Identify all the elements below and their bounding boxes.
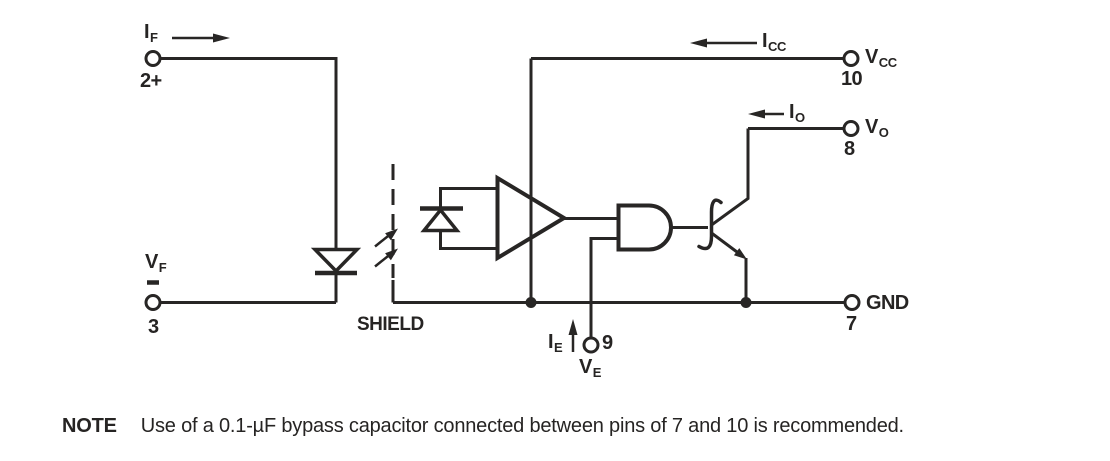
note-text: Use of a 0.1-µF bypass capacitor connect…: [140, 415, 904, 437]
pin2-label: 2+: [140, 70, 162, 92]
and-gate-symbol: [616, 203, 673, 252]
light-emission-arrows: [374, 228, 398, 268]
ie-label: IE: [548, 331, 563, 355]
terminal-pin-10: [842, 50, 860, 67]
pin10-label: 10: [841, 68, 863, 90]
junction-dot-emitter-ground: [740, 297, 752, 308]
shield-label: SHIELD: [357, 314, 424, 335]
icc-label: ICC: [762, 30, 786, 54]
gnd-label: GND: [866, 292, 909, 314]
terminal-pin-8: [842, 120, 860, 137]
icc-current-arrow: [690, 38, 757, 48]
vcc-label: VCC: [865, 46, 897, 70]
note-label: NOTE: [62, 415, 117, 437]
io-label: IO: [789, 101, 805, 125]
pin3-label: 3: [148, 316, 159, 338]
terminal-pin-3: [144, 294, 162, 311]
terminal-pin-9: [582, 336, 600, 354]
led-emitter-symbol: [310, 247, 362, 303]
io-current-arrow: [748, 109, 784, 119]
pin7-label: 7: [846, 313, 857, 335]
photodiode-symbol: [420, 187, 497, 250]
terminal-pin-7: [843, 294, 861, 311]
if-current-arrow: [172, 33, 230, 43]
anode-wire: [160, 57, 338, 250]
pin9-label: 9: [602, 332, 613, 354]
transistor-symbol: [697, 128, 750, 303]
pin8-label: 8: [844, 138, 855, 160]
ve-label: VE: [579, 356, 602, 380]
ie-current-arrow: [568, 319, 578, 352]
junction-dot-amp-ground: [525, 297, 537, 308]
vf-label: VF: [145, 251, 167, 275]
terminal-pin-2: [144, 50, 162, 67]
if-label: IF: [144, 21, 158, 45]
vo-label: VO: [865, 116, 889, 140]
note-row: NOTE Use of a 0.1-µF bypass capacitor con…: [62, 414, 904, 438]
ve-wire: [589, 237, 618, 338]
